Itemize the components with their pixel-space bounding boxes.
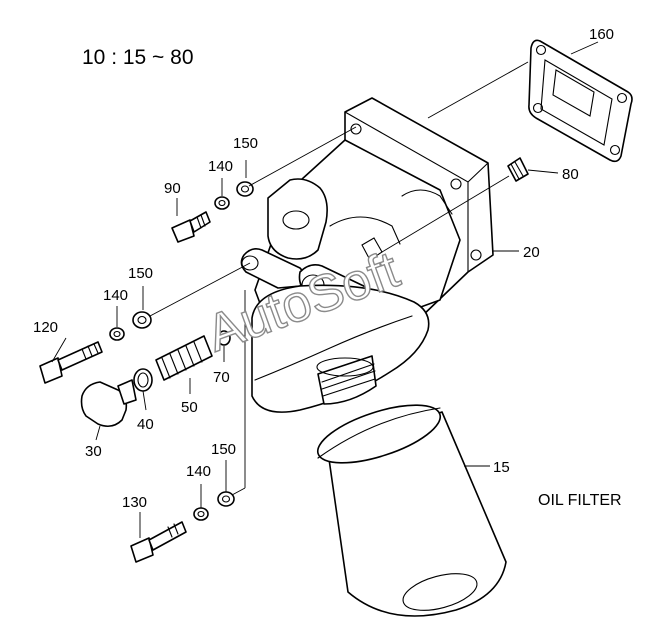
callout-140-middle: 140 <box>103 287 128 304</box>
callout-50: 50 <box>181 399 198 416</box>
callout-20: 20 <box>523 244 540 261</box>
callout-140-bottom: 140 <box>186 463 211 480</box>
washer-140-bottom <box>193 507 209 521</box>
callout-150-middle: 150 <box>128 265 153 282</box>
callout-150-top: 150 <box>233 135 258 152</box>
gasket-160 <box>528 39 633 163</box>
plug-30 <box>80 379 137 428</box>
washer-140-top <box>214 196 230 210</box>
callout-15: 15 <box>493 459 510 476</box>
plunger-70 <box>217 330 231 346</box>
callout-90: 90 <box>164 180 181 197</box>
leader-lines <box>51 41 599 538</box>
bolt-120 <box>39 341 103 384</box>
o-ring-40 <box>133 368 153 392</box>
diagram-caption: OIL FILTER <box>538 492 622 509</box>
callout-labels: 160 150 140 90 80 20 150 140 120 70 50 4… <box>33 26 614 511</box>
washer-150-middle <box>132 311 152 329</box>
callout-80: 80 <box>562 166 579 183</box>
callout-150-bottom: 150 <box>211 441 236 458</box>
callout-70: 70 <box>213 369 230 386</box>
callout-30: 30 <box>85 443 102 460</box>
callout-140-top: 140 <box>208 158 233 175</box>
callout-120: 120 <box>33 319 58 336</box>
filter-cartridge-15 <box>316 404 507 617</box>
bolt-90 <box>171 211 211 243</box>
callout-40: 40 <box>137 416 154 433</box>
callout-160: 160 <box>589 26 614 43</box>
callout-130: 130 <box>122 494 147 511</box>
washer-150-top <box>236 181 254 197</box>
filter-housing-20 <box>240 97 494 413</box>
diagram-title: 10 : 15 ~ 80 <box>82 46 194 69</box>
spring-50 <box>155 335 213 381</box>
washer-150-bottom <box>217 491 235 507</box>
washer-140-middle <box>109 327 125 341</box>
bolt-130 <box>130 521 187 563</box>
plug-80 <box>507 157 529 182</box>
